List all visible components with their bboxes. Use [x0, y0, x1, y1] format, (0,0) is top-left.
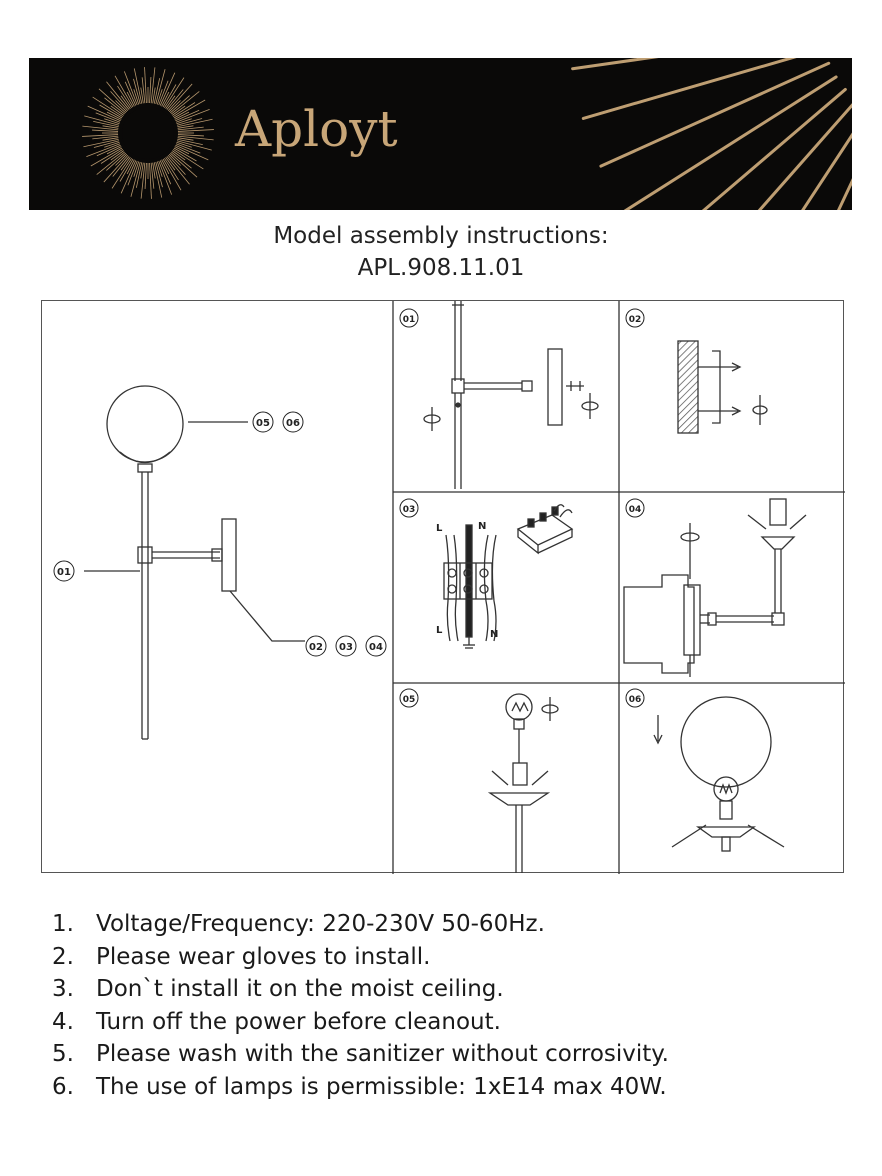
step-badge-03: 03	[403, 505, 416, 515]
step-03-wiring	[443, 504, 574, 649]
step-06-attach-globe	[653, 696, 785, 852]
step-badge-06: 06	[629, 695, 642, 705]
step-02-wall-bracket	[677, 340, 768, 434]
note-item: 4. Turn off the power before cleanout.	[52, 1006, 852, 1039]
callout-mount-04: 04	[369, 642, 383, 653]
wire-label-live-top: L	[436, 523, 443, 534]
note-item: 2. Please wear gloves to install.	[52, 941, 852, 974]
step-badge-01: 01	[403, 315, 416, 325]
note-item: 5. Please wash with the sanitizer without…	[52, 1038, 852, 1071]
brand-banner: Aployt	[29, 58, 852, 210]
note-text: Voltage/Frequency: 220-230V 50-60Hz.	[96, 911, 545, 937]
wire-label-neutral-top: N	[478, 521, 486, 532]
step-badge-05: 05	[403, 695, 416, 705]
model-number: APL.908.11.01	[357, 255, 525, 281]
note-number: 4.	[52, 1008, 74, 1035]
note-number: 5.	[52, 1041, 74, 1068]
note-text: Please wash with the sanitizer without c…	[96, 1041, 669, 1068]
note-text: Don`t install it on the moist ceiling.	[96, 976, 504, 1003]
callout-rod-01: 01	[57, 567, 71, 578]
wire-label-live-bottom: L	[436, 625, 443, 636]
callout-mount-03: 03	[339, 642, 353, 653]
step-badge-04: 04	[629, 505, 642, 515]
note-number: 6.	[52, 1073, 74, 1100]
step-01-rod-assembly	[423, 301, 599, 489]
sunburst-logo-icon	[82, 58, 852, 210]
brand-name: Aployt	[235, 100, 398, 158]
assembly-diagram: 05 06 01 02 03 04 01 02 03 04 05 06	[41, 300, 845, 874]
page-title: Model assembly instructions:	[273, 223, 609, 249]
callout-mount-02: 02	[309, 642, 323, 653]
callout-globe-05: 05	[256, 418, 270, 429]
safety-notes-list: 1. Voltage/Frequency: 220-230V 50-60Hz. 2…	[52, 908, 852, 1104]
wire-label-neutral-bottom: N	[490, 629, 498, 640]
note-item: 3. Don`t install it on the moist ceiling.	[52, 973, 852, 1006]
note-text: Turn off the power before cleanout.	[96, 1008, 501, 1035]
step-04-mount-to-wall	[623, 498, 807, 677]
step-05-install-bulb	[487, 693, 559, 873]
note-item: 6. The use of lamps is permissible: 1xE14…	[52, 1071, 852, 1104]
note-number: 1.	[52, 911, 74, 937]
note-text: Please wear gloves to install.	[96, 943, 431, 970]
note-text: The use of lamps is permissible: 1xE14 m…	[96, 1073, 667, 1100]
wall-lamp-overview	[53, 385, 387, 740]
note-item: 1. Voltage/Frequency: 220-230V 50-60Hz.	[52, 908, 852, 941]
callout-globe-06: 06	[286, 418, 300, 429]
note-number: 2.	[52, 943, 74, 970]
step-badge-02: 02	[629, 315, 642, 325]
note-number: 3.	[52, 976, 74, 1003]
